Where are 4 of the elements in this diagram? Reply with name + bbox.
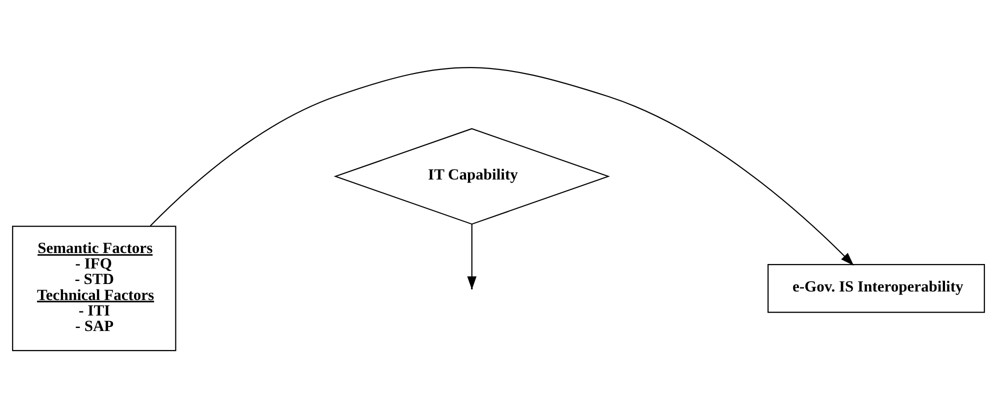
- node-box: e-Gov. IS Interoperability: [768, 264, 985, 313]
- node-diamond: IT Capability: [334, 128, 610, 225]
- node-box: Semantic Factors - IFQ - STD Technical Factors - ITI - SAP: [12, 226, 176, 352]
- arrow: [150, 67, 854, 266]
